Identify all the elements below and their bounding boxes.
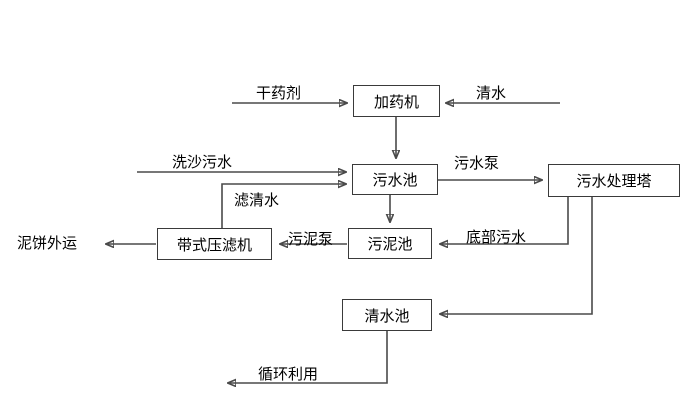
edge-label-sand-washing-water: 洗沙污水 [172,153,233,171]
edge-label-bottom-sewage: 底部污水 [466,228,527,246]
edge-label-dry-reagent: 干药剂 [256,84,302,102]
node-label: 污泥池 [367,235,413,253]
edge-label-clean-water-in: 清水 [476,84,507,102]
node-sewage-treatment-tower[interactable]: 污水处理塔 [548,164,680,197]
edge-label-recycle-reuse: 循环利用 [258,365,319,383]
edge-label-filtered-water: 滤清水 [234,191,280,209]
node-belt-filter-press[interactable]: 带式压滤机 [157,228,272,260]
node-label: 污水池 [372,171,418,189]
node-dosing-machine[interactable]: 加药机 [353,85,440,117]
edge-label-sludge-pump: 污泥泵 [288,230,334,248]
node-sewage-pool[interactable]: 污水池 [352,164,438,195]
node-label: 污水处理塔 [576,172,652,190]
node-label: 加药机 [373,92,419,111]
node-label: 清水池 [364,306,410,325]
node-clean-water-pool[interactable]: 清水池 [342,299,432,331]
node-sludge-pool[interactable]: 污泥池 [348,228,432,259]
edge-label-mud-cake-out: 泥饼外运 [17,234,78,252]
edge-label-sewage-pump: 污水泵 [454,154,500,172]
node-label: 带式压滤机 [176,235,252,254]
